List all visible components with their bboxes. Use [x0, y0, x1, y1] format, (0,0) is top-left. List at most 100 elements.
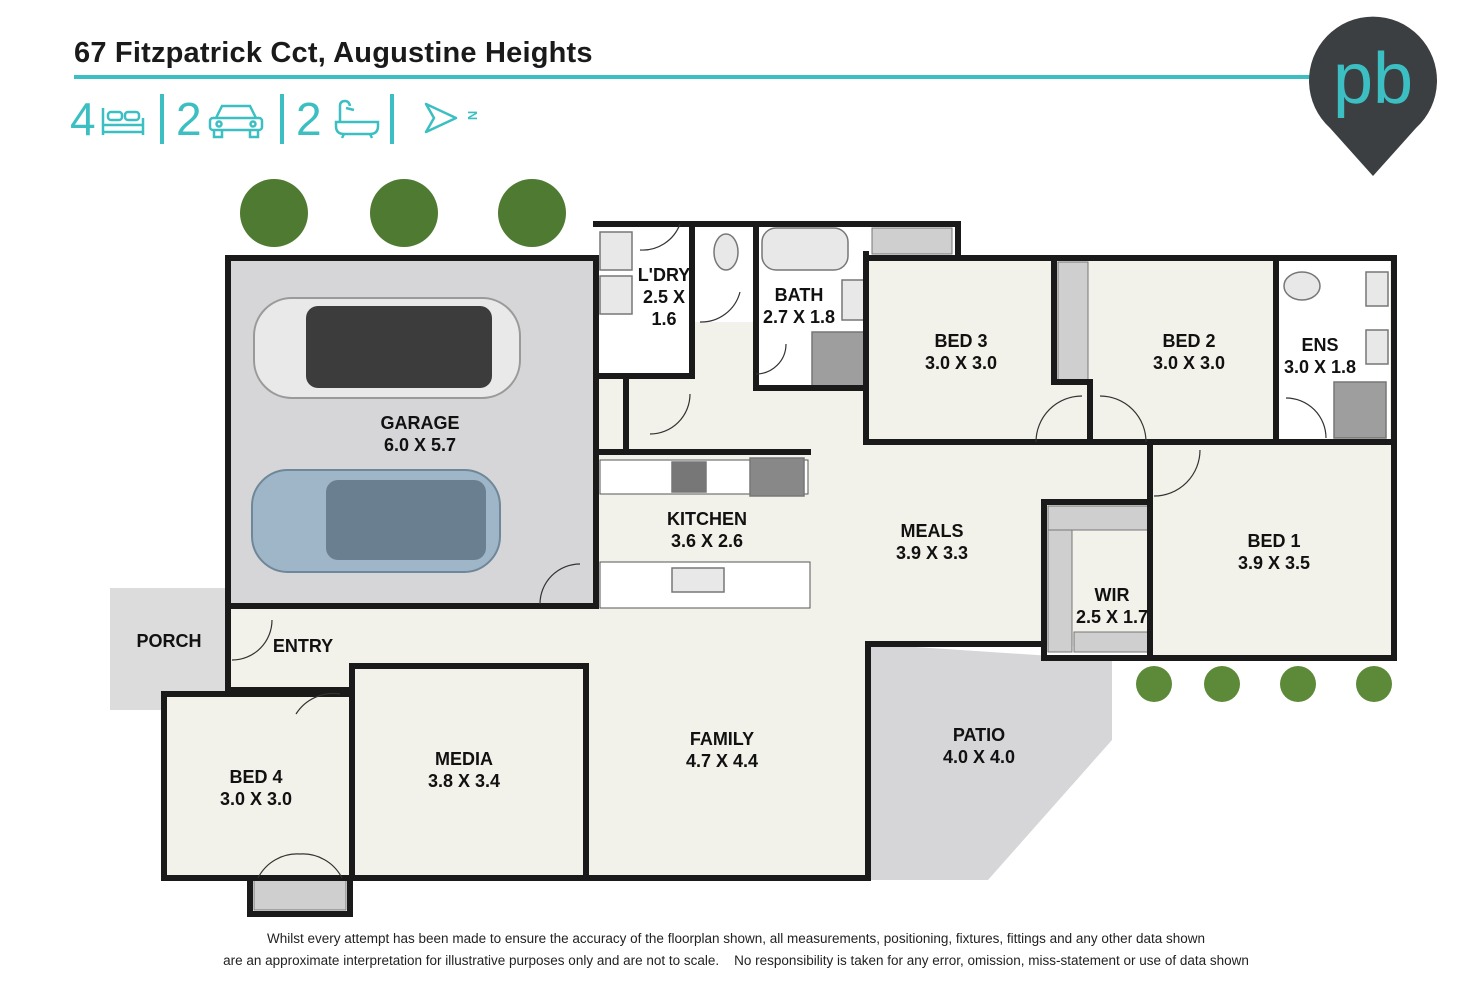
door-swing — [231, 619, 273, 661]
room-size: 2.7 X 1.8 — [762, 307, 836, 327]
fixtures — [599, 227, 1389, 593]
location-pin-icon: pb — [1309, 16, 1437, 176]
bathroom-count: 2 — [296, 93, 322, 145]
doors — [231, 223, 1327, 879]
door-swing — [639, 223, 681, 251]
room-size: 1.6 — [651, 309, 677, 329]
blue-car-roof — [326, 480, 486, 560]
cars — [251, 297, 521, 573]
door-swing — [699, 291, 741, 323]
white-car-roof — [306, 306, 492, 388]
door-swing — [539, 563, 581, 605]
room-name: PATIO — [952, 725, 1006, 745]
ensuite-shower — [1333, 381, 1387, 439]
robe-bed2 — [1057, 261, 1089, 381]
property-address: 67 Fitzpatrick Cct, Augustine Heights — [74, 37, 593, 69]
door-swing — [257, 853, 343, 879]
bed1-floor — [1152, 444, 1394, 658]
tree — [370, 179, 438, 247]
bed3-walls — [863, 251, 1087, 445]
door-swing — [649, 393, 691, 435]
room-size: 3.8 X 3.4 — [427, 771, 501, 791]
patio-floor — [870, 644, 1112, 880]
door-swing — [1153, 449, 1201, 497]
bed4-floor — [164, 694, 348, 876]
tree — [1280, 666, 1316, 702]
room-size: 3.0 X 3.0 — [219, 789, 293, 809]
room-name: PORCH — [136, 631, 202, 651]
room-name: GARAGE — [380, 413, 460, 433]
room-name: WIR — [1094, 585, 1130, 605]
door-swing — [1035, 395, 1083, 443]
toilet — [713, 233, 739, 271]
room-name: ENTRY — [272, 636, 334, 656]
room-size: 3.0 X 3.0 — [924, 353, 998, 373]
room-size: 2.5 X 1.7 — [1075, 607, 1149, 627]
tree — [1204, 666, 1240, 702]
room-size: 6.0 X 5.7 — [383, 435, 457, 455]
room-name: MEDIA — [435, 749, 493, 769]
tree — [1356, 666, 1392, 702]
bed4-robe-walls — [247, 875, 353, 917]
room-size: 2.5 X — [642, 287, 686, 307]
kitchen-sink — [671, 567, 725, 593]
room-name: BED 2 — [1162, 331, 1216, 351]
room-size: 3.0 X 3.0 — [1152, 353, 1226, 373]
family-walls — [583, 641, 871, 881]
bedroom-count: 4 — [70, 93, 96, 145]
top-wall — [689, 221, 961, 257]
tree — [1136, 666, 1172, 702]
washing-machine — [599, 275, 633, 315]
wir-rail-top — [1047, 505, 1149, 531]
stat-divider — [160, 94, 164, 144]
bathtub — [761, 227, 849, 271]
bed-icon — [101, 108, 145, 135]
cooktop — [671, 461, 707, 493]
tree — [240, 179, 308, 247]
media-walls — [349, 663, 589, 881]
room-entry: ENTRY — [262, 635, 344, 657]
entry-walls — [225, 603, 351, 693]
laundry-tub — [599, 231, 633, 271]
bed3-bed2-wall — [1051, 255, 1093, 445]
room-name: L'DRY — [637, 265, 691, 285]
walls — [161, 221, 1397, 917]
robe-bed3 — [871, 227, 953, 255]
room-name: BATH — [774, 285, 824, 305]
vanity — [841, 279, 865, 321]
room-size: 4.7 X 4.4 — [685, 751, 759, 771]
disclaimer-line-1: Whilst every attempt has been made to en… — [266, 931, 1205, 946]
east-walls — [863, 255, 1397, 661]
room-name: BED 3 — [934, 331, 988, 351]
north-arrow-icon — [424, 102, 458, 134]
tree — [498, 179, 566, 247]
trees — [240, 179, 1392, 702]
ensuite-toilet — [1283, 271, 1321, 301]
room-name: BED 4 — [229, 767, 283, 787]
bed4-walls — [161, 691, 351, 881]
logo-text: pb — [1333, 39, 1413, 119]
room-name: FAMILY — [689, 729, 755, 749]
room-name: KITCHEN — [667, 509, 747, 529]
room-size: 3.6 X 2.6 — [670, 531, 744, 551]
ensuite-vanity — [1365, 329, 1389, 365]
room-size: 3.9 X 3.3 — [895, 543, 969, 563]
fridge — [749, 457, 805, 497]
door-swing — [1099, 395, 1147, 443]
stat-divider — [280, 94, 284, 144]
car-icon — [208, 104, 264, 139]
garage-count: 2 — [176, 93, 202, 145]
door-swing — [755, 343, 787, 375]
room-size: 4.0 X 4.0 — [942, 747, 1016, 767]
